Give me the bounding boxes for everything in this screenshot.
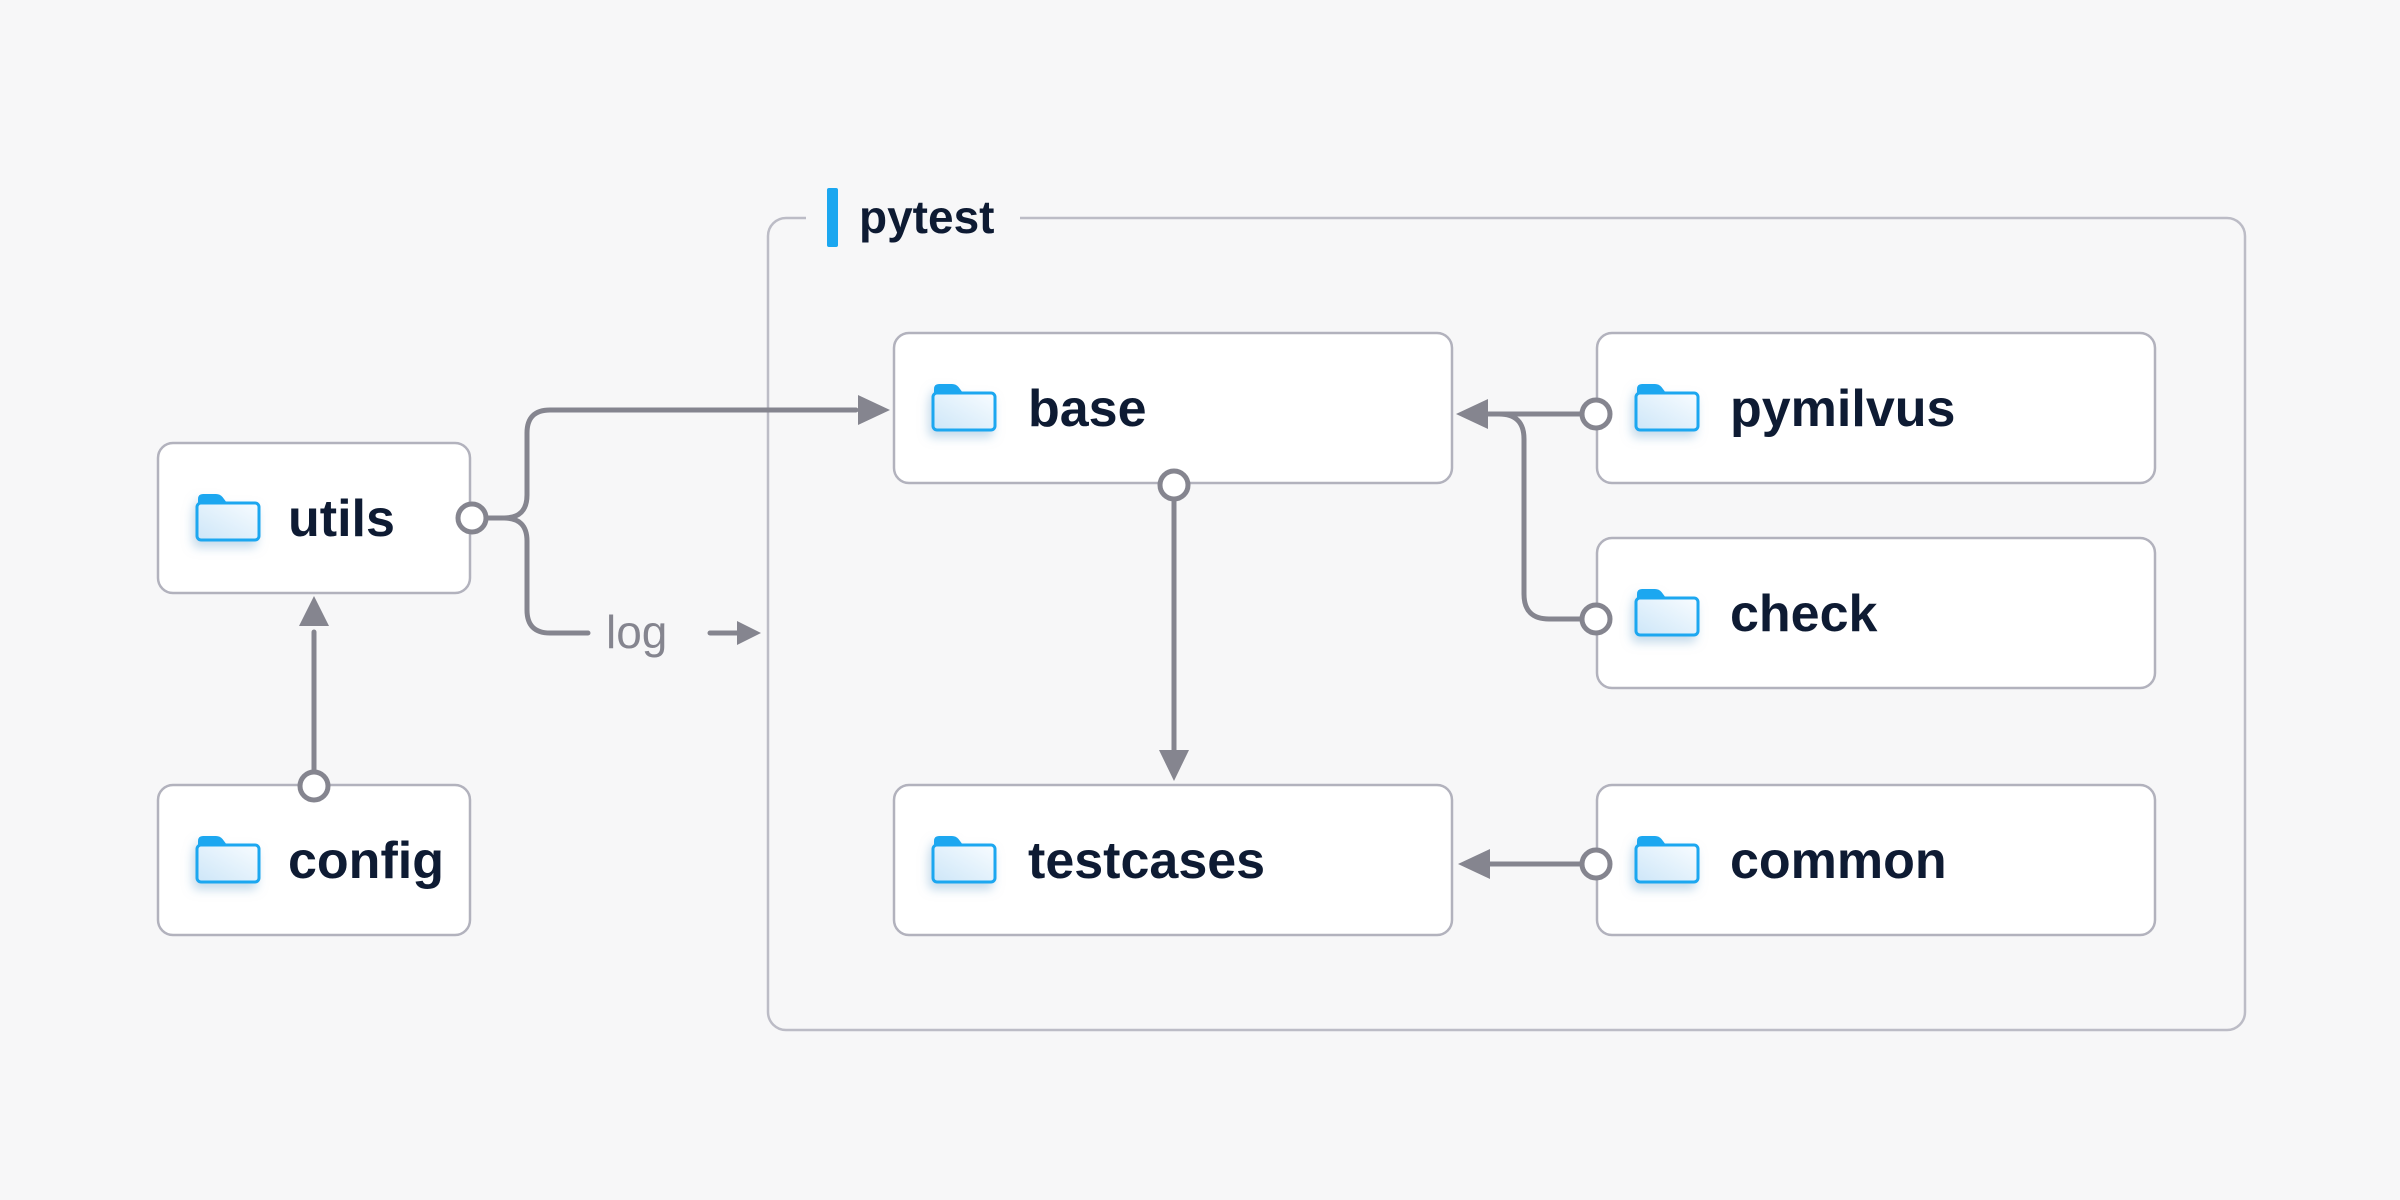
connector-dot-pymilvus-left bbox=[1579, 397, 1613, 431]
connector-dot-config-top bbox=[297, 769, 331, 803]
node-utils-label: utils bbox=[288, 490, 395, 548]
edge-utils-base-arrowhead bbox=[858, 395, 890, 425]
node-testcases-box bbox=[892, 783, 1454, 937]
pytest-container bbox=[766, 216, 2247, 1032]
pytest-label-border-gap bbox=[806, 210, 1020, 226]
node-common-label: common bbox=[1730, 832, 1947, 890]
log-label: log bbox=[606, 606, 667, 658]
node-base-label: base bbox=[1028, 380, 1147, 438]
node-config-label: config bbox=[288, 832, 444, 890]
connector-dot-utils-right bbox=[455, 501, 489, 535]
edge-check-base-line bbox=[1489, 411, 1585, 622]
edges-layer: log bbox=[299, 395, 1585, 879]
node-pymilvus-label: pymilvus bbox=[1730, 380, 1955, 438]
edge-utils-log-line bbox=[501, 515, 591, 636]
node-base: base bbox=[892, 331, 1454, 485]
node-utils: utils bbox=[156, 441, 472, 595]
connector-dot-common-left bbox=[1579, 847, 1613, 881]
edge-config-utils-arrowhead bbox=[299, 596, 329, 626]
connector-dots-layer bbox=[297, 397, 1613, 881]
edge-log-arrowhead bbox=[737, 621, 761, 645]
node-check: check bbox=[1595, 536, 2157, 690]
node-check-label: check bbox=[1730, 585, 1878, 643]
pytest-container-label: pytest bbox=[859, 191, 994, 243]
edge-utils-base-line bbox=[483, 407, 859, 521]
edge-common-testcases-arrowhead bbox=[1458, 849, 1490, 879]
connector-dot-base-bottom bbox=[1157, 468, 1191, 502]
node-common: common bbox=[1595, 783, 2157, 937]
pytest-accent-bar-icon bbox=[827, 188, 838, 247]
edge-base-testcases-arrowhead bbox=[1159, 750, 1189, 781]
node-testcases-label: testcases bbox=[1028, 832, 1265, 890]
connector-dot-check-left bbox=[1579, 602, 1613, 636]
node-config: config bbox=[156, 783, 472, 937]
node-pymilvus: pymilvus bbox=[1595, 331, 2157, 485]
node-testcases: testcases bbox=[892, 783, 1454, 937]
edge-pymilvus-base-arrowhead bbox=[1456, 399, 1488, 429]
